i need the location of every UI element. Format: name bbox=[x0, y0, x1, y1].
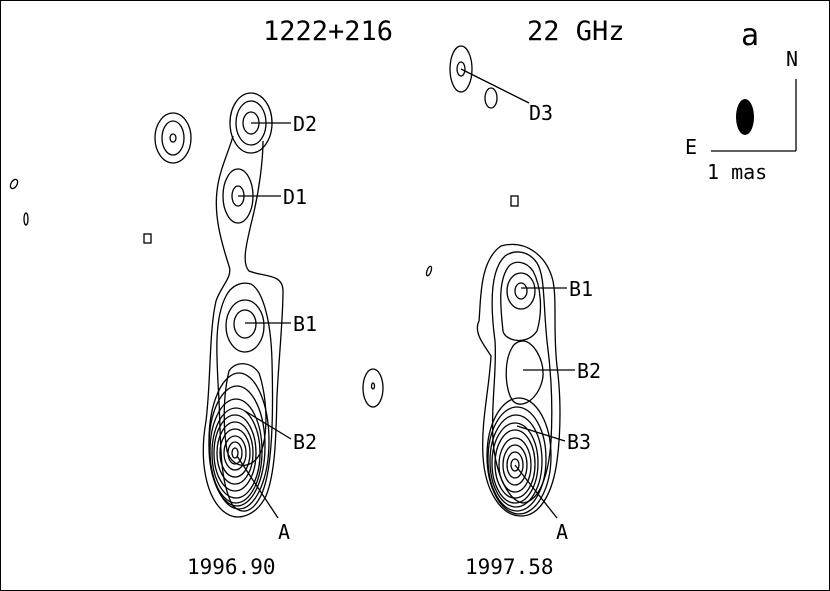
epoch-1-date: 1996.90 bbox=[187, 555, 276, 579]
label-b1: B1 bbox=[293, 312, 317, 336]
epoch-2-contours bbox=[449, 45, 561, 517]
label-a: A bbox=[278, 520, 290, 544]
panel-letter: a bbox=[741, 18, 759, 53]
epoch-2-labels: D3 B1 B2 B3 A bbox=[460, 68, 601, 544]
east-label: E bbox=[685, 135, 697, 159]
label-a-2: A bbox=[556, 520, 568, 544]
epoch-2-date: 1997.58 bbox=[465, 555, 554, 579]
epoch-1-contours bbox=[202, 92, 284, 518]
north-label: N bbox=[786, 47, 798, 71]
label-d3: D3 bbox=[529, 101, 553, 125]
label-b2: B2 bbox=[293, 430, 317, 454]
label-b2-2: B2 bbox=[577, 359, 601, 383]
label-d2: D2 bbox=[293, 112, 317, 136]
orientation-compass: N E 1 mas bbox=[685, 47, 798, 184]
source-name: 1222+216 bbox=[263, 16, 393, 47]
scale-bar-label: 1 mas bbox=[707, 160, 767, 184]
noise-contours bbox=[9, 87, 519, 408]
label-b1-2: B1 bbox=[569, 277, 593, 301]
label-b3: B3 bbox=[567, 430, 591, 454]
label-d1: D1 bbox=[283, 185, 307, 209]
frequency-label: 22 GHz bbox=[527, 16, 625, 47]
epoch-1-labels: D2 D1 B1 B2 A bbox=[236, 112, 317, 544]
beam-ellipse bbox=[736, 99, 754, 135]
